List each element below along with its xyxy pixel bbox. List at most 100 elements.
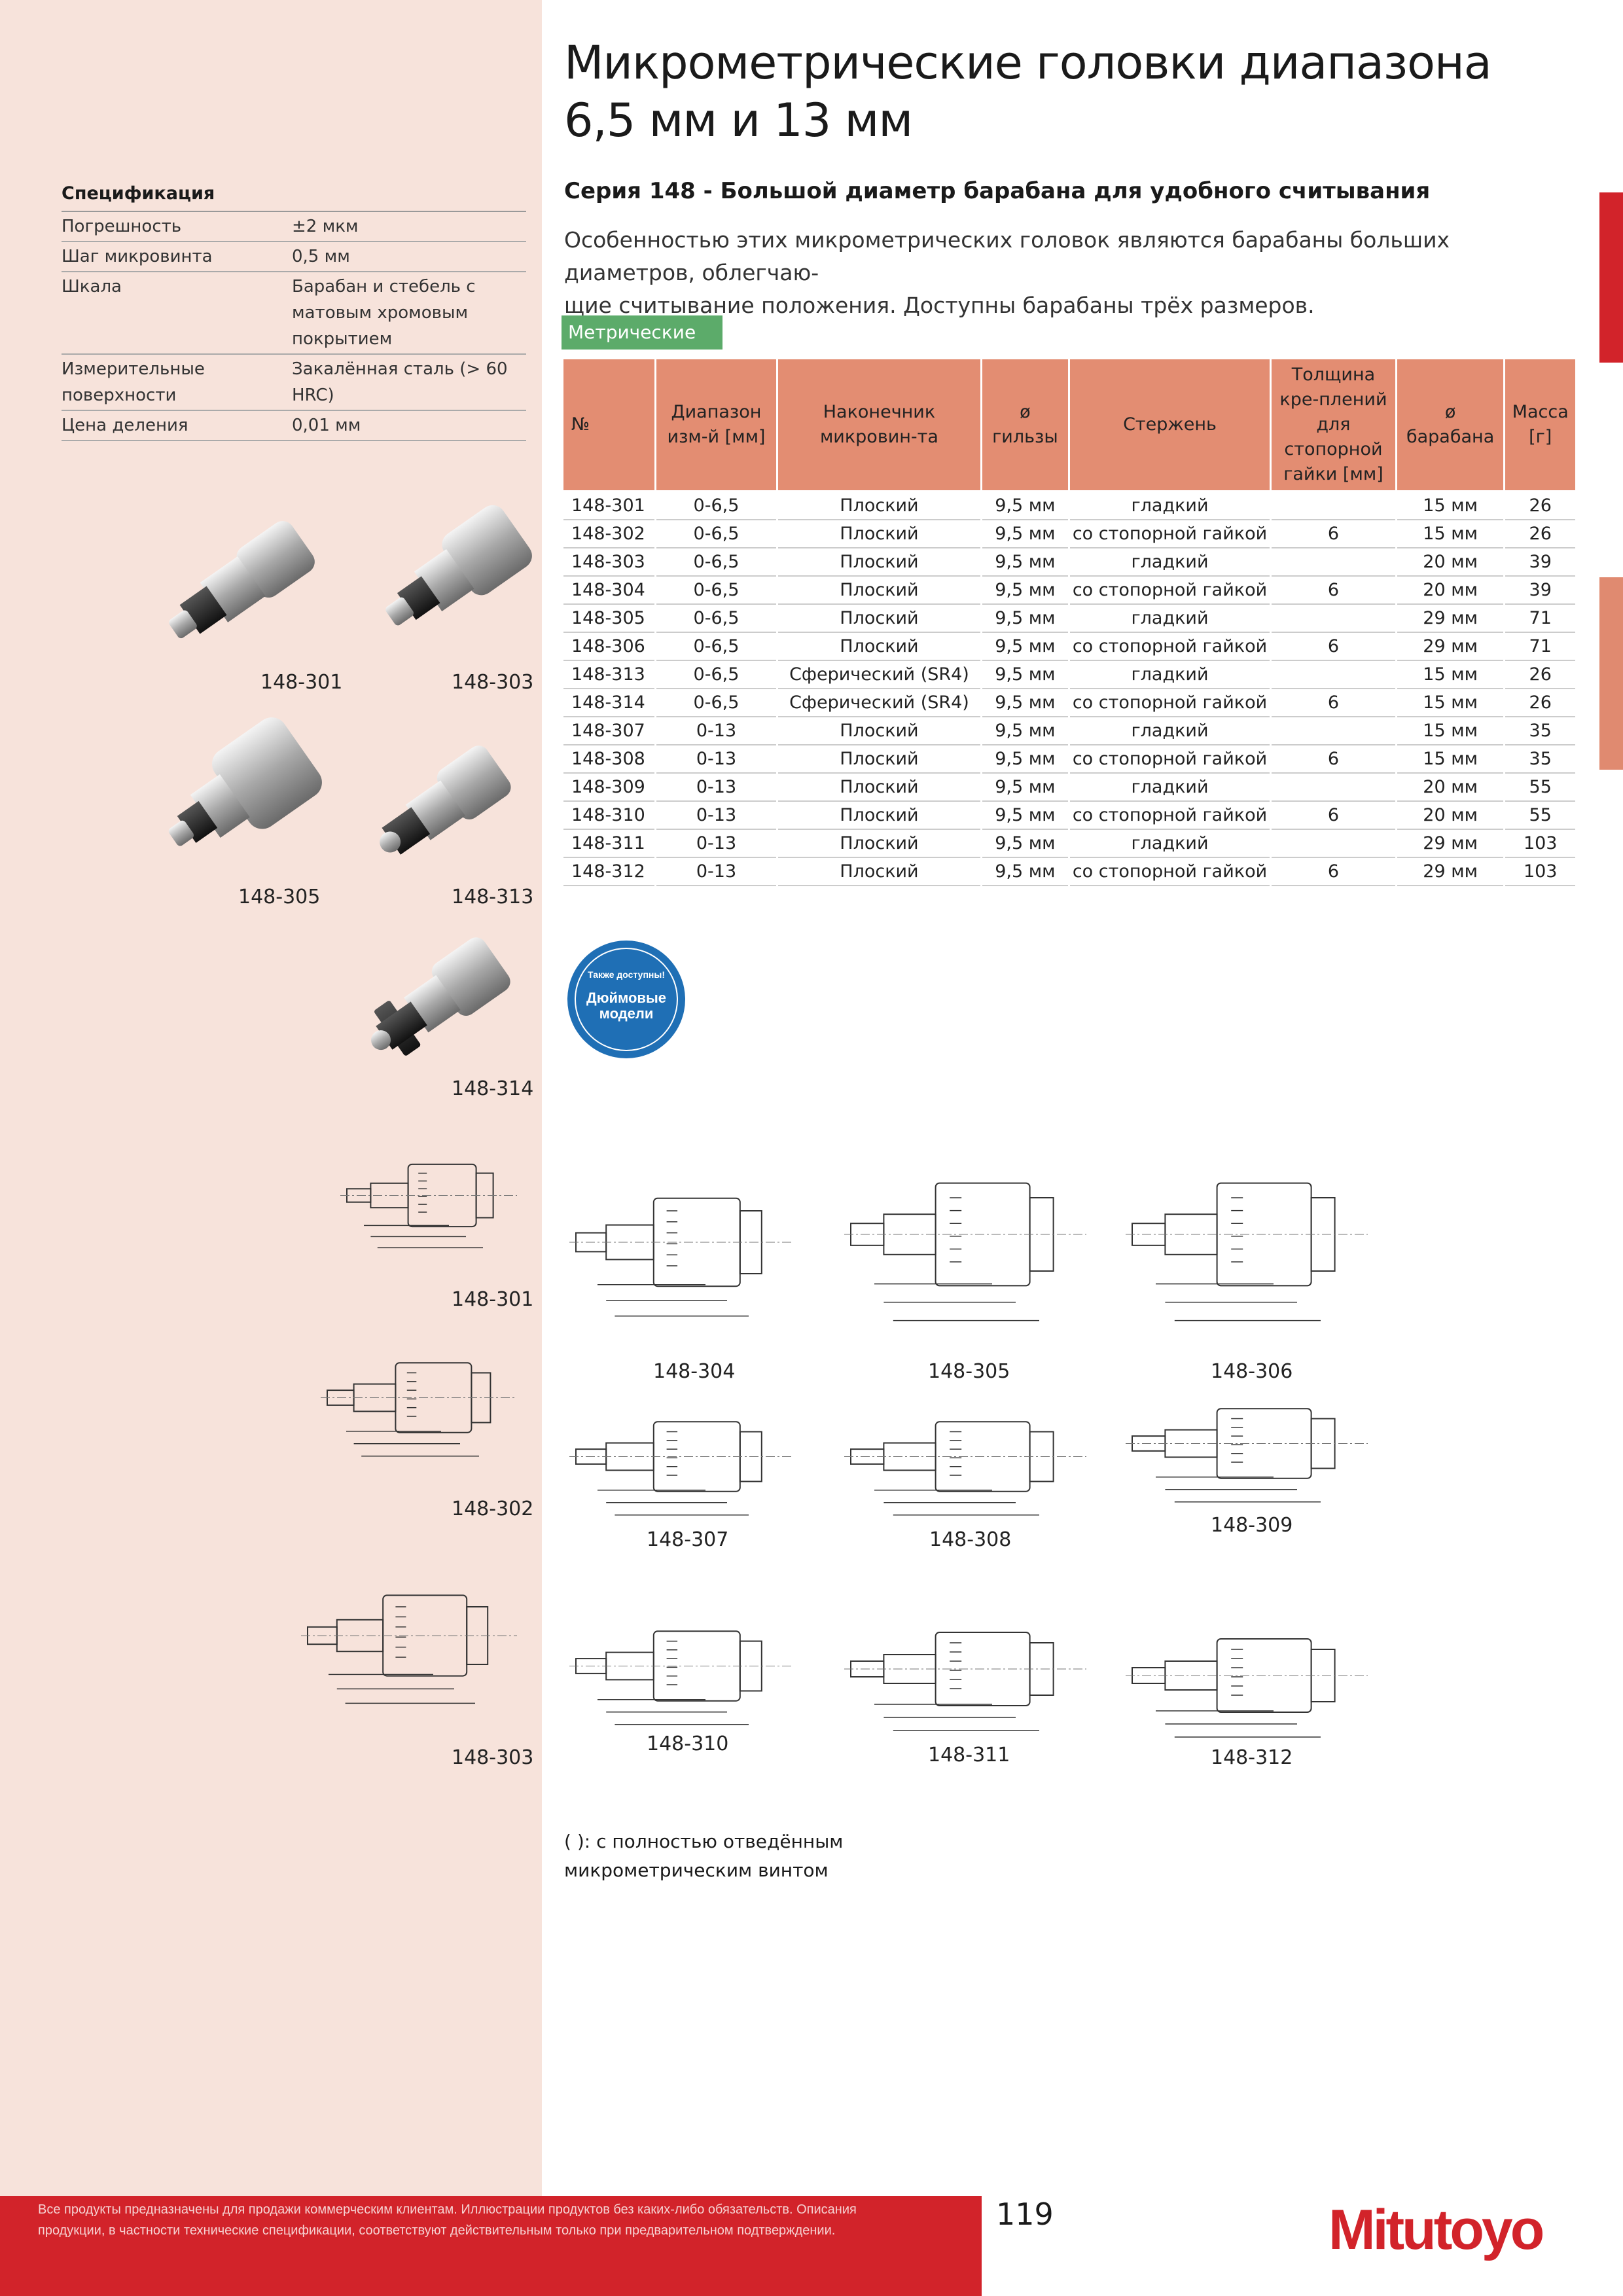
table-cell: 148-313: [561, 660, 657, 689]
table-cell: 9,5 мм: [980, 745, 1070, 774]
table-cell: 0-6,5: [654, 520, 778, 548]
table-cell: Сферический (SR4): [776, 660, 982, 689]
drawing-148-302: [321, 1362, 517, 1457]
table-cell: 35: [1503, 717, 1577, 745]
section-marker-red: [1599, 192, 1623, 363]
badge-line2: Дюймовые: [586, 990, 666, 1006]
table-cell: 20 мм: [1395, 773, 1506, 802]
drawing-label: 148-308: [929, 1528, 1012, 1551]
drawing-148-312: [1126, 1638, 1368, 1738]
table-cell: 9,5 мм: [980, 548, 1070, 577]
section-marker-salmon: [1599, 577, 1623, 770]
table-cell: 6: [1270, 576, 1397, 605]
table-cell: гладкий: [1067, 604, 1272, 633]
table-cell: 9,5 мм: [980, 717, 1070, 745]
table-cell: 6: [1270, 857, 1397, 886]
table-cell: 71: [1503, 632, 1577, 661]
table-cell: 9,5 мм: [980, 660, 1070, 689]
table-cell: гладкий: [1067, 773, 1272, 802]
drawing-label: 148-302: [452, 1498, 534, 1520]
table-cell: Плоский: [776, 745, 982, 774]
spec-row: Погрешность±2 мкм: [62, 212, 526, 242]
drawing-148-307: [569, 1421, 792, 1516]
table-cell: 148-314: [561, 689, 657, 717]
table-cell: 0-6,5: [654, 660, 778, 689]
table-cell: 20 мм: [1395, 576, 1506, 605]
table-cell: со стопорной гайкой: [1067, 632, 1272, 661]
column-header: Наконечник микровин-та: [776, 357, 982, 492]
table-cell: 0-6,5: [654, 632, 778, 661]
table-cell: 9,5 мм: [980, 604, 1070, 633]
metric-tab: Метрические: [562, 315, 722, 350]
column-header: Масса [г]: [1503, 357, 1577, 492]
footer-disclaimer: Все продукты предназначены для продажи к…: [38, 2202, 857, 2238]
spec-key: Измерительные поверхности: [62, 359, 205, 405]
drawing-148-304: [569, 1197, 792, 1317]
spec-value: 0,5 мм: [292, 247, 350, 266]
drawing-label: 148-307: [647, 1528, 729, 1551]
table-cell: 15 мм: [1395, 689, 1506, 717]
column-header: Диапазон изм-й [мм]: [654, 357, 778, 492]
table-cell: 6: [1270, 801, 1397, 830]
table-cell: 0-6,5: [654, 548, 778, 577]
table-cell: 148-308: [561, 745, 657, 774]
drawing-label: 148-306: [1211, 1360, 1293, 1383]
spec-key: Цена деления: [62, 416, 188, 435]
photo-label: 148-303: [452, 671, 534, 694]
series-subtitle: Серия 148 - Большой диаметр барабана для…: [564, 178, 1431, 204]
photo-148-305: [168, 717, 322, 846]
table-cell: гладкий: [1067, 829, 1272, 858]
column-header: ø барабана: [1395, 357, 1506, 492]
column-header: ø гильзы: [980, 357, 1070, 492]
spec-value: Закалённая сталь (> 60 HRC): [292, 359, 508, 405]
table-cell: 148-309: [561, 773, 657, 802]
table-cell: 9,5 мм: [980, 520, 1070, 548]
table-cell: 29 мм: [1395, 829, 1506, 858]
table-cell: 148-310: [561, 801, 657, 830]
table-cell: Плоский: [776, 857, 982, 886]
table-cell: со стопорной гайкой: [1067, 520, 1272, 548]
spec-key: Шкала: [62, 277, 122, 296]
badge-line1: Также доступны!: [588, 969, 665, 980]
table-cell: 0-13: [654, 773, 778, 802]
drawing-148-311: [844, 1632, 1086, 1731]
column-header: Стержень: [1067, 357, 1272, 492]
table-cell: [1270, 548, 1397, 577]
table-cell: 0-6,5: [654, 491, 778, 520]
drawing-148-303: [301, 1594, 517, 1704]
table-cell: 0-13: [654, 717, 778, 745]
drawing-label: 148-309: [1211, 1514, 1293, 1537]
table-cell: 6: [1270, 520, 1397, 548]
table-cell: 15 мм: [1395, 717, 1506, 745]
table-cell: 9,5 мм: [980, 576, 1070, 605]
table-cell: [1270, 717, 1397, 745]
table-cell: 148-312: [561, 857, 657, 886]
table-cell: 0-13: [654, 745, 778, 774]
inch-models-badge: Также доступны! Дюймовые модели: [567, 941, 685, 1058]
table-cell: [1270, 660, 1397, 689]
table-cell: 29 мм: [1395, 604, 1506, 633]
table-cell: 6: [1270, 632, 1397, 661]
table-cell: 148-307: [561, 717, 657, 745]
table-cell: [1270, 604, 1397, 633]
table-cell: 9,5 мм: [980, 773, 1070, 802]
table-cell: [1270, 773, 1397, 802]
drawing-148-309: [1126, 1408, 1368, 1503]
table-cell: 20 мм: [1395, 548, 1506, 577]
table-cell: 9,5 мм: [980, 491, 1070, 520]
table-cell: 0-6,5: [654, 576, 778, 605]
table-cell: Плоский: [776, 632, 982, 661]
table-cell: 9,5 мм: [980, 689, 1070, 717]
table-cell: со стопорной гайкой: [1067, 689, 1272, 717]
table-cell: 26: [1503, 491, 1577, 520]
table-cell: 0-13: [654, 829, 778, 858]
photo-label: 148-313: [452, 886, 534, 908]
